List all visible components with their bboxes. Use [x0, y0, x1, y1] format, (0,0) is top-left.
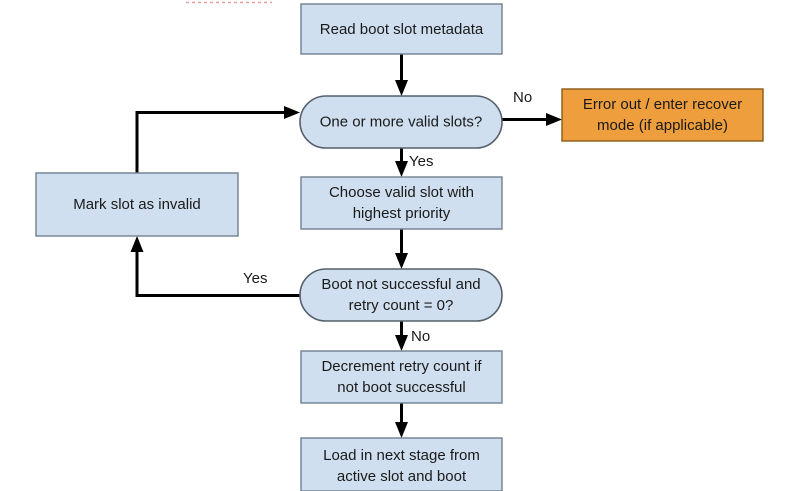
edge-valid-slots-to-error-out: No: [502, 89, 562, 126]
node-label-error-out-line2: mode (if applicable): [597, 117, 728, 134]
node-one-or-more-valid-slots[interactable]: One or more valid slots?: [299, 95, 503, 149]
edge-decrement-to-load-next-stage: [395, 403, 408, 438]
edge-mark-invalid-to-valid-slots: [135, 106, 300, 173]
node-label-choose-valid-slot-line1: Choose valid slot with: [329, 184, 474, 201]
node-label-read-boot-slot-metadata: Read boot slot metadata: [320, 21, 484, 38]
node-decrement-retry-count[interactable]: Decrement retry count if not boot succes…: [300, 350, 503, 404]
node-label-choose-valid-slot-line2: highest priority: [353, 205, 451, 222]
node-label-boot-retry-line2: retry count = 0?: [349, 297, 454, 314]
node-label-boot-retry-line1: Boot not successful and: [321, 276, 480, 293]
edge-boot-retry-to-decrement: No: [395, 321, 430, 351]
node-error-out-recover-mode[interactable]: Error out / enter recover mode (if appli…: [561, 88, 764, 142]
node-label-load-next-stage-line2: active slot and boot: [337, 468, 467, 485]
node-label-one-or-more-valid-slots: One or more valid slots?: [320, 113, 483, 130]
edge-label-no-valid-slots: No: [513, 89, 532, 106]
edge-choose-slot-to-boot-retry: [395, 229, 408, 269]
node-label-load-next-stage-line1: Load in next stage from: [323, 447, 480, 464]
node-load-next-stage[interactable]: Load in next stage from active slot and …: [300, 437, 503, 491]
node-label-error-out-line1: Error out / enter recover: [583, 96, 742, 113]
edge-label-no-boot-retry: No: [411, 328, 430, 345]
edge-label-yes-boot-retry: Yes: [243, 270, 267, 287]
edge-boot-retry-to-mark-invalid: Yes: [130, 236, 300, 297]
node-mark-slot-as-invalid[interactable]: Mark slot as invalid: [35, 172, 239, 237]
node-label-mark-slot-as-invalid: Mark slot as invalid: [73, 196, 201, 213]
edge-valid-slots-to-choose-slot: Yes: [395, 148, 433, 177]
node-boot-not-successful-retry-zero[interactable]: Boot not successful and retry count = 0?: [299, 268, 503, 322]
edge-label-yes-valid-slots: Yes: [409, 153, 433, 170]
node-label-decrement-retry-line2: not boot successful: [337, 379, 465, 396]
node-read-boot-slot-metadata[interactable]: Read boot slot metadata: [300, 3, 503, 55]
node-choose-valid-slot[interactable]: Choose valid slot with highest priority: [300, 176, 503, 230]
node-label-decrement-retry-line1: Decrement retry count if: [321, 358, 482, 375]
edge-read-metadata-to-valid-slots: [395, 54, 408, 96]
